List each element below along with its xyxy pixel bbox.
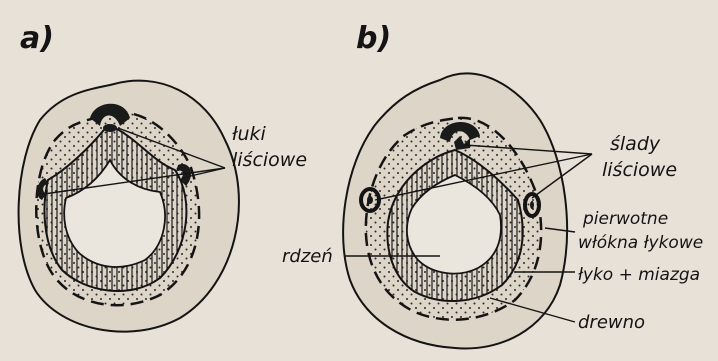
panel-b-label-slady: ślady bbox=[610, 133, 661, 155]
panel-b-label-rdzen: rdzeń bbox=[282, 246, 333, 267]
panel-b-leaf-trace-right-core bbox=[530, 201, 534, 209]
panel-a-leaf-trace-top bbox=[103, 124, 117, 132]
panel-b-label-drewno: drewno bbox=[578, 312, 645, 333]
panel-b-letter: b) bbox=[356, 21, 391, 56]
panel-b-label-pierwotne: pierwotne bbox=[582, 209, 668, 229]
panel-a-label-lisciowe: liściowe bbox=[232, 149, 307, 171]
panel-b-label-lyko-miazga: łyko + miazga bbox=[578, 265, 700, 285]
panel-a-label-luki: łuki bbox=[232, 123, 267, 145]
panel-b-leaf-trace-left-core bbox=[367, 196, 373, 204]
panel-b-label-lisciowe: liściowe bbox=[602, 159, 677, 181]
panel-b-label-wlokna-lykowe: włókna łykowe bbox=[578, 233, 703, 253]
panel-a-letter: a) bbox=[20, 21, 54, 56]
